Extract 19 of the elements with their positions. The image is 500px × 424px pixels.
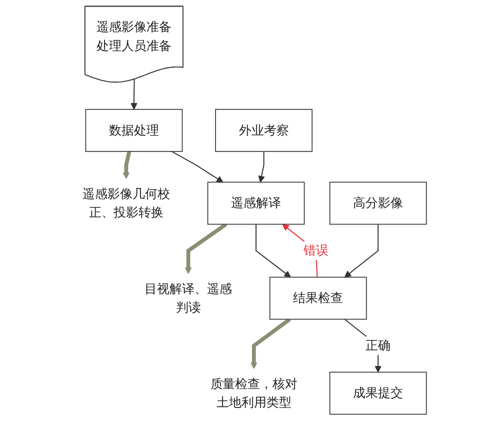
- arrow: [258, 151, 265, 183]
- node-text: 遥感影像几何校正、投影转换: [82, 186, 170, 220]
- arrow: [184, 222, 228, 274]
- arrow: [130, 79, 138, 110]
- node-box: 高分影像: [329, 182, 427, 225]
- arrow: [250, 318, 291, 370]
- arrow: [344, 224, 379, 278]
- node-box: 数据处理: [85, 108, 183, 152]
- arrow: [122, 151, 132, 180]
- node-text: 质量检查，核对土地利用类型: [210, 376, 298, 410]
- arrow: [171, 151, 224, 183]
- edge-label: 正确: [366, 338, 391, 353]
- node-box: 遥感解译: [207, 182, 305, 225]
- node-box: 结果检查: [269, 276, 367, 320]
- node-text: 目视解译、遥感判读: [144, 281, 232, 315]
- edge-label: 错误: [304, 242, 328, 258]
- arrow: [256, 224, 291, 278]
- node-box: 外业考察: [215, 108, 313, 152]
- node-box: 成果提交: [329, 372, 427, 415]
